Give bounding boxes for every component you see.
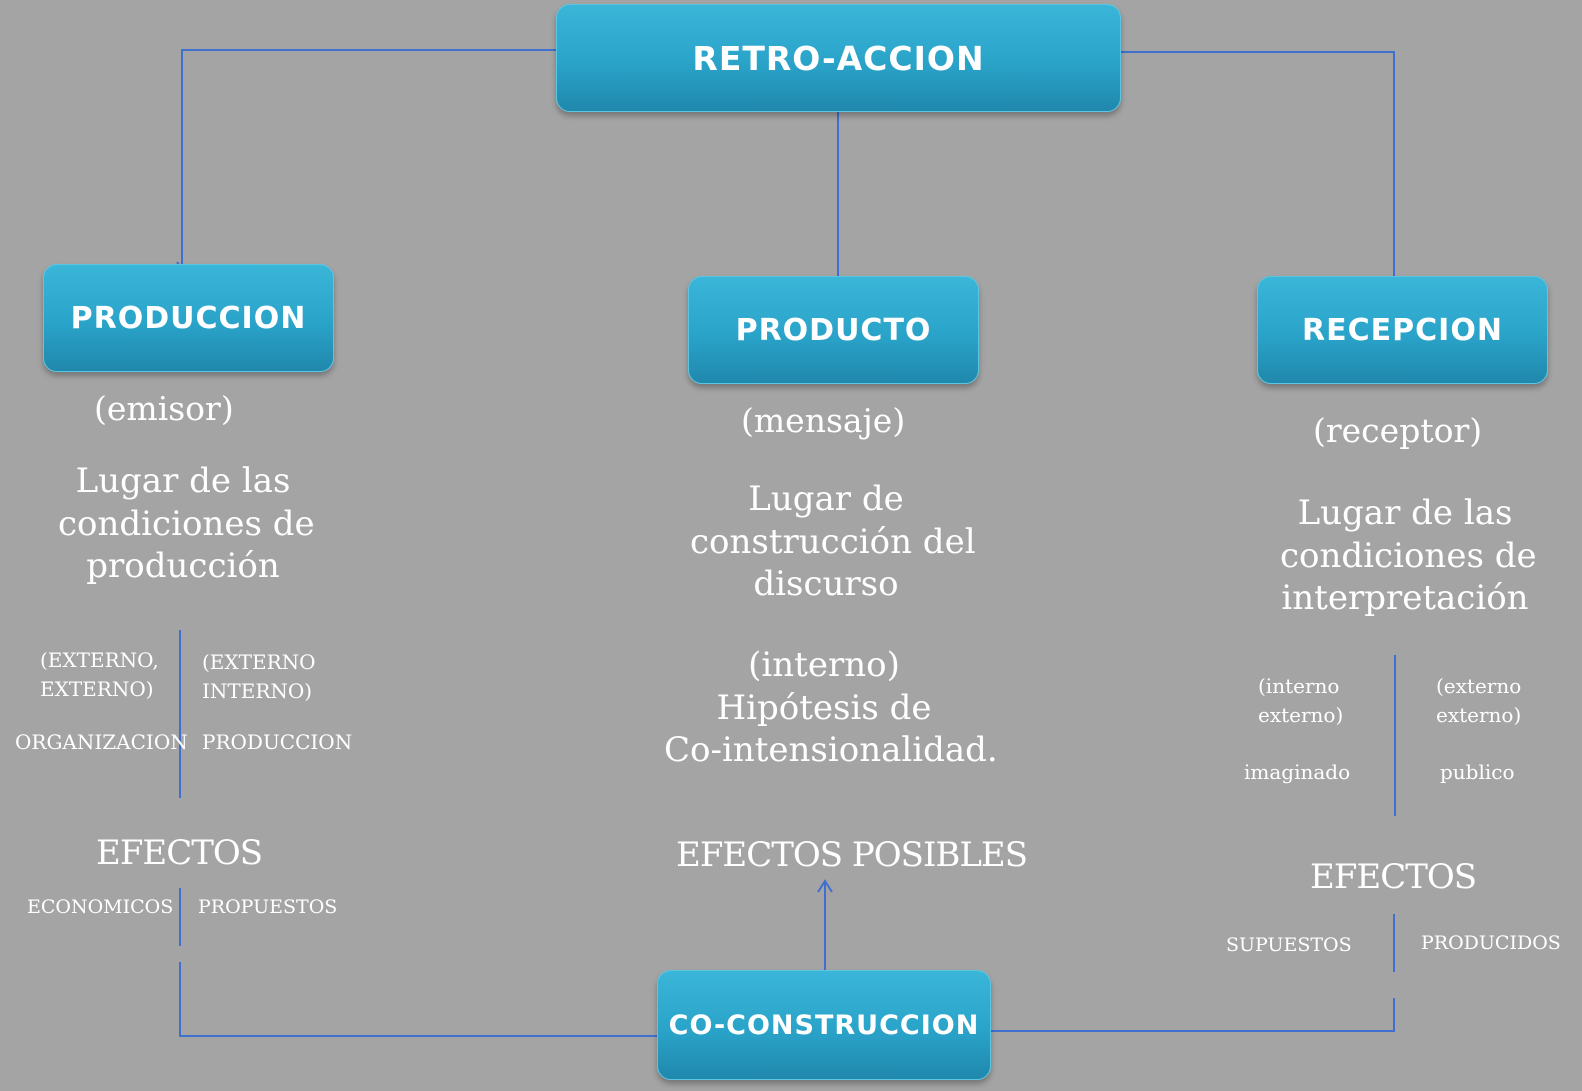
left-col1-line-1: (EXTERNO, (40, 648, 159, 672)
left-col2-value: PRODUCCION (202, 730, 353, 754)
center-hypothesis: (interno) Hipótesis de Co-intensionalida… (664, 644, 998, 772)
right-col1-value: imaginado (1244, 760, 1351, 784)
center-description: Lugar de construcción del discurso (690, 478, 976, 606)
node-co-construccion: CO-CONSTRUCCION (657, 970, 991, 1080)
right-col2-value: publico (1440, 760, 1515, 784)
left-role: (emisor) (94, 389, 234, 428)
node-co-construccion-label: CO-CONSTRUCCION (668, 1009, 980, 1041)
connector-recepcion-retro (1098, 51, 1395, 276)
left-col1-value: ORGANIZACION (15, 730, 188, 754)
node-produccion: PRODUCCION (43, 264, 334, 372)
center-hyp-line-2: Co-intensionalidad. (664, 730, 998, 770)
node-retro-accion-label: RETRO-ACCION (692, 38, 985, 78)
connector-produccion-coconstruccion (179, 962, 657, 1037)
right-col2-line-2: externo) (1436, 703, 1522, 727)
arrowhead-efectos-posibles (817, 879, 833, 893)
left-effect-1: ECONOMICOS (27, 896, 174, 918)
left-desc-line-3: producción (86, 546, 280, 586)
left-col2-line-1: (EXTERNO (202, 650, 316, 674)
right-effect-2: PRODUCIDOS (1421, 932, 1561, 954)
right-col1-line-1: (interno (1258, 674, 1340, 698)
center-role: (mensaje) (741, 401, 906, 440)
center-desc-line-3: discurso (753, 564, 899, 604)
connector-produccion-retro (181, 49, 590, 272)
right-col2-label: (externo externo) (1436, 672, 1521, 730)
left-effect-2: PROPUESTOS (198, 896, 338, 918)
right-effect-1: SUPUESTOS (1226, 934, 1352, 956)
left-description: Lugar de las condiciones de producción (58, 460, 315, 588)
node-produccion-label: PRODUCCION (70, 300, 307, 336)
node-producto: PRODUCTO (688, 276, 979, 384)
center-effects-title: EFECTOS POSIBLES (676, 835, 1028, 875)
right-effects-title: EFECTOS (1310, 857, 1477, 897)
right-desc-line-1: Lugar de las (1297, 493, 1513, 533)
right-role: (receptor) (1313, 411, 1483, 450)
center-inner-line: (interno) (748, 645, 900, 685)
right-description: Lugar de las condiciones de interpretaci… (1280, 492, 1537, 620)
left-desc-line-2: condiciones de (58, 503, 315, 544)
right-col1-label: (interno externo) (1258, 672, 1343, 730)
right-desc-line-3: interpretación (1281, 578, 1529, 618)
center-desc-line-1: Lugar de (748, 479, 904, 519)
left-col1-label: (EXTERNO, EXTERNO) (40, 646, 159, 704)
left-col2-line-2: INTERNO) (202, 679, 313, 703)
left-col2-label: (EXTERNO INTERNO) (202, 648, 316, 706)
center-hyp-line-1: Hipótesis de (716, 687, 932, 728)
node-recepcion: RECEPCION (1257, 276, 1548, 384)
right-col2-line-1: (externo (1436, 674, 1522, 698)
right-col1-line-2: externo) (1258, 703, 1344, 727)
node-producto-label: PRODUCTO (735, 312, 932, 348)
connector-coconstruccion-recepcion (990, 998, 1395, 1032)
right-desc-line-2: condiciones de (1280, 535, 1537, 576)
center-desc-line-2: construcción del (690, 521, 976, 562)
node-recepcion-label: RECEPCION (1302, 312, 1503, 348)
left-desc-line-1: Lugar de las (75, 461, 291, 501)
left-effects-title: EFECTOS (96, 833, 263, 873)
left-col1-line-2: EXTERNO) (40, 677, 154, 701)
node-retro-accion: RETRO-ACCION (556, 4, 1121, 112)
